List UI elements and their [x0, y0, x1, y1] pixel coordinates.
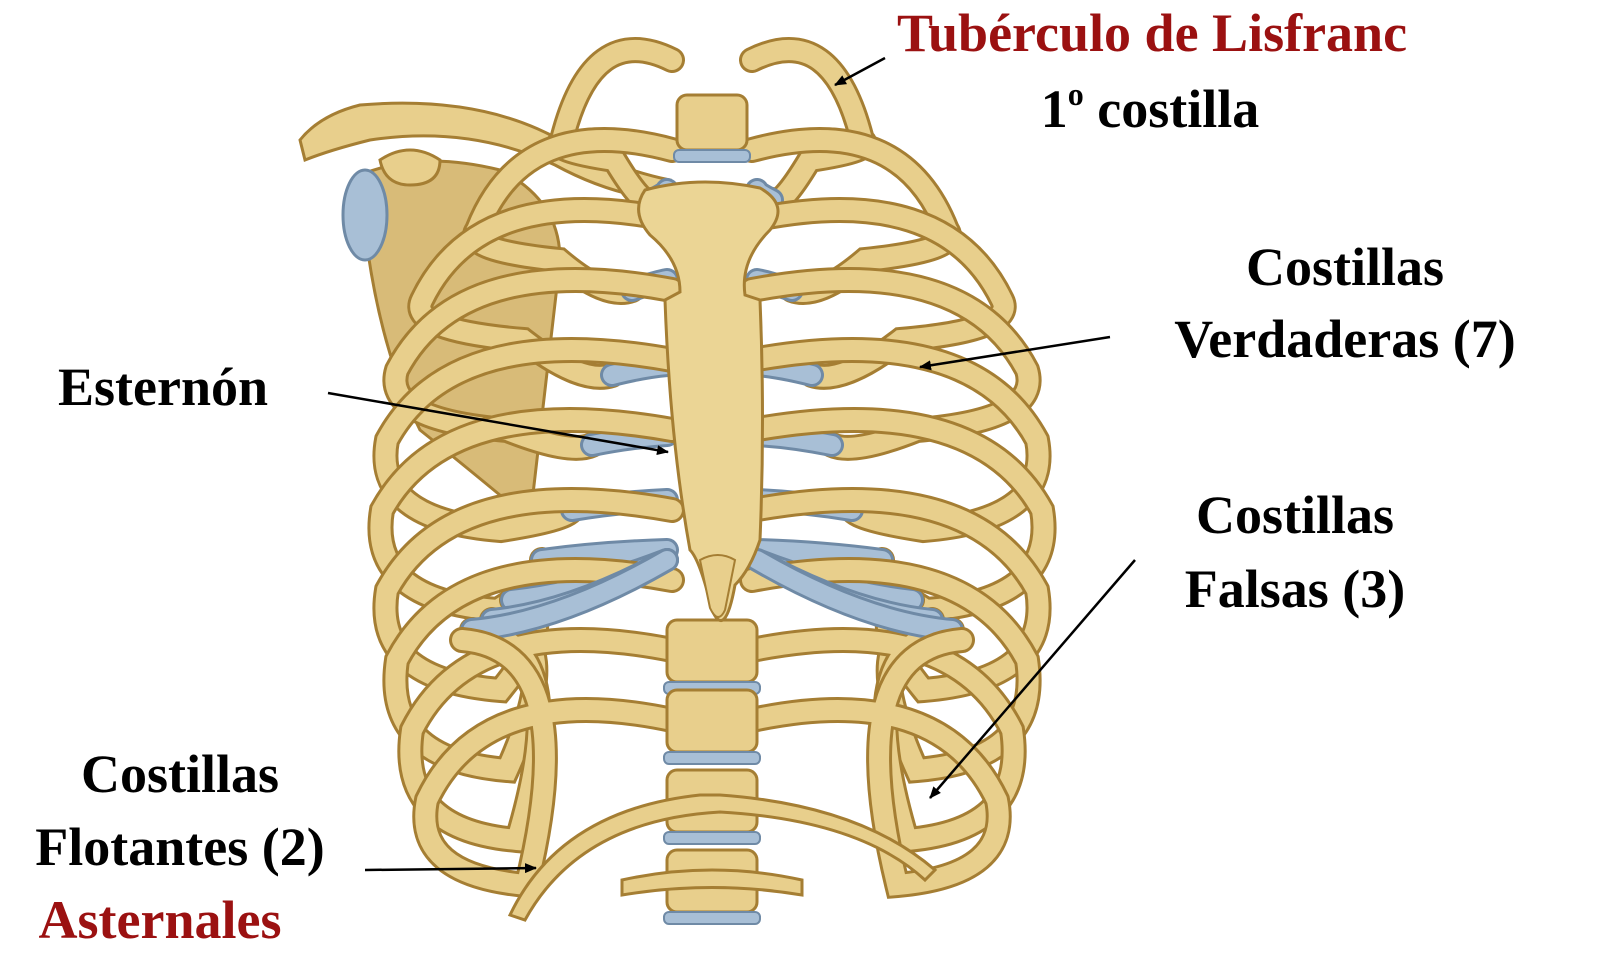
intervertebral-disc-4: [664, 832, 760, 844]
label-costillas-falsas-1: Costillas: [1196, 488, 1394, 542]
intervertebral-disc-3: [664, 752, 760, 764]
label-primera-costilla-number: 1: [1041, 79, 1068, 139]
label-asternales: Asternales: [39, 893, 282, 947]
label-tuberculo-de-lisfranc: Tubérculo de Lisfranc: [897, 6, 1407, 60]
label-primera-costilla-ordinal: o: [1068, 76, 1084, 112]
label-primera-costilla-text: costilla: [1084, 79, 1259, 139]
label-costillas-flotantes-1: Costillas: [81, 747, 279, 801]
vertebra-2: [667, 620, 757, 682]
label-costillas-flotantes-2: Flotantes (2): [35, 820, 324, 874]
glenoid-cavity: [343, 170, 387, 260]
label-esternon: Esternón: [58, 360, 268, 414]
vertebra-3: [667, 690, 757, 752]
rib-cage-illustration: [300, 50, 1044, 924]
label-costillas-falsas-2: Falsas (3): [1185, 562, 1405, 616]
label-primera-costilla: 1o costilla: [1041, 82, 1259, 136]
arrow-flotantes: [365, 868, 536, 870]
label-costillas-verdaderas-2: Verdaderas (7): [1174, 312, 1515, 366]
intervertebral-disc-1: [674, 150, 750, 162]
vertebra-1: [677, 95, 747, 150]
acromion: [380, 150, 440, 185]
intervertebral-disc-5: [664, 912, 760, 924]
label-costillas-verdaderas-1: Costillas: [1246, 240, 1444, 294]
